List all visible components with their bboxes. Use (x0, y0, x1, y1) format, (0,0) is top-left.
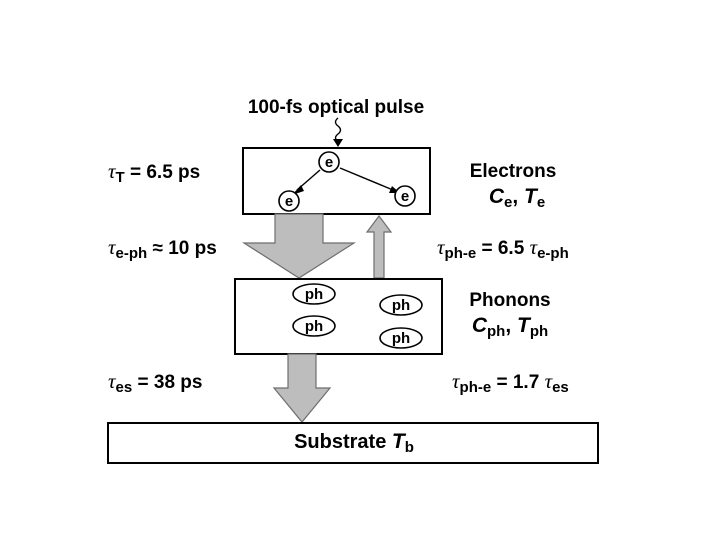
tau-phe2-sub: ph-e (460, 379, 492, 396)
phonons-name: Phonons (469, 290, 550, 311)
phonons-t: T (517, 314, 532, 337)
phonon-particle-3: ph (379, 294, 423, 316)
tau-eph-rest: ≈ 10 ps (147, 238, 217, 259)
phonons-c: C (472, 314, 488, 337)
electron-particle-right: e (394, 185, 416, 207)
substrate-box (107, 422, 599, 464)
tau-phe-sub: ph-e (445, 245, 477, 262)
phonon-symbol: ph (305, 286, 323, 303)
substrate-t-sub: b (405, 439, 414, 456)
wavy-pulse-arrow (333, 117, 343, 147)
substrate-label: Substrate Tb (294, 430, 414, 456)
tau-eph-label: τe-ph ≈ 10 ps (108, 235, 217, 262)
tau-t-label: τT = 6.5 ps (108, 159, 200, 186)
tau-es-rest: = 38 ps (132, 372, 202, 393)
electrons-c-sub: e (504, 194, 512, 211)
tau-phe-eph-label: τph-e = 6.5 τe-ph (437, 235, 569, 262)
tau-t-sub: T (116, 169, 125, 186)
electrons-properties: Ce, Te (489, 185, 545, 211)
tau-phe-rest: = 6.5 (476, 238, 529, 259)
tau-eph-sub-2: e-ph (537, 245, 569, 262)
tau-es-label: τes = 38 ps (108, 369, 202, 396)
tau-es-sub: es (116, 379, 133, 396)
electron-phonon-arrow (241, 213, 357, 279)
tau-es-sym: τ (108, 369, 117, 393)
electrons-sep: , (512, 185, 524, 208)
electron-symbol: e (401, 188, 409, 205)
tau-eph-sym: τ (108, 235, 117, 259)
phonon-electron-arrow (365, 215, 393, 279)
phonon-symbol: ph (392, 297, 410, 314)
electrons-c: C (489, 185, 505, 208)
phonon-particle-1: ph (292, 283, 336, 305)
phonon-particle-4: ph (379, 327, 423, 349)
tau-phe-sym: τ (437, 235, 446, 259)
phonon-particle-2: ph (292, 315, 336, 337)
electron-symbol: e (325, 154, 333, 171)
phonons-sep: , (505, 314, 517, 337)
phonons-t-sub: ph (530, 323, 548, 340)
tau-eph-sub: e-ph (116, 245, 148, 262)
tau-es-sym-2: τ (545, 369, 554, 393)
optical-pulse-label: 100-fs optical pulse (248, 97, 424, 118)
electron-particle-left: e (278, 190, 300, 212)
tau-phe2-rest: = 1.7 (491, 372, 544, 393)
electrons-t: T (524, 185, 539, 208)
phonon-symbol: ph (305, 318, 323, 335)
substrate-text: Substrate (294, 431, 392, 453)
phonon-substrate-arrow (272, 353, 332, 423)
tau-phe2-sym: τ (452, 369, 461, 393)
electron-particle-top: e (318, 151, 340, 173)
tau-es-sub-2: es (552, 379, 569, 396)
electrons-name: Electrons (470, 161, 557, 182)
electrons-t-sub: e (537, 194, 545, 211)
phonon-symbol: ph (392, 330, 410, 347)
tau-t-sym: τ (108, 159, 117, 183)
substrate-t: T (392, 430, 407, 453)
electron-symbol: e (285, 193, 293, 210)
tau-t-rest: = 6.5 ps (125, 162, 201, 183)
tau-phe-es-label: τph-e = 1.7 τes (452, 369, 569, 396)
phonons-c-sub: ph (487, 323, 505, 340)
phonons-properties: Cph, Tph (472, 314, 548, 340)
tau-eph-sym-2: τ (530, 235, 539, 259)
